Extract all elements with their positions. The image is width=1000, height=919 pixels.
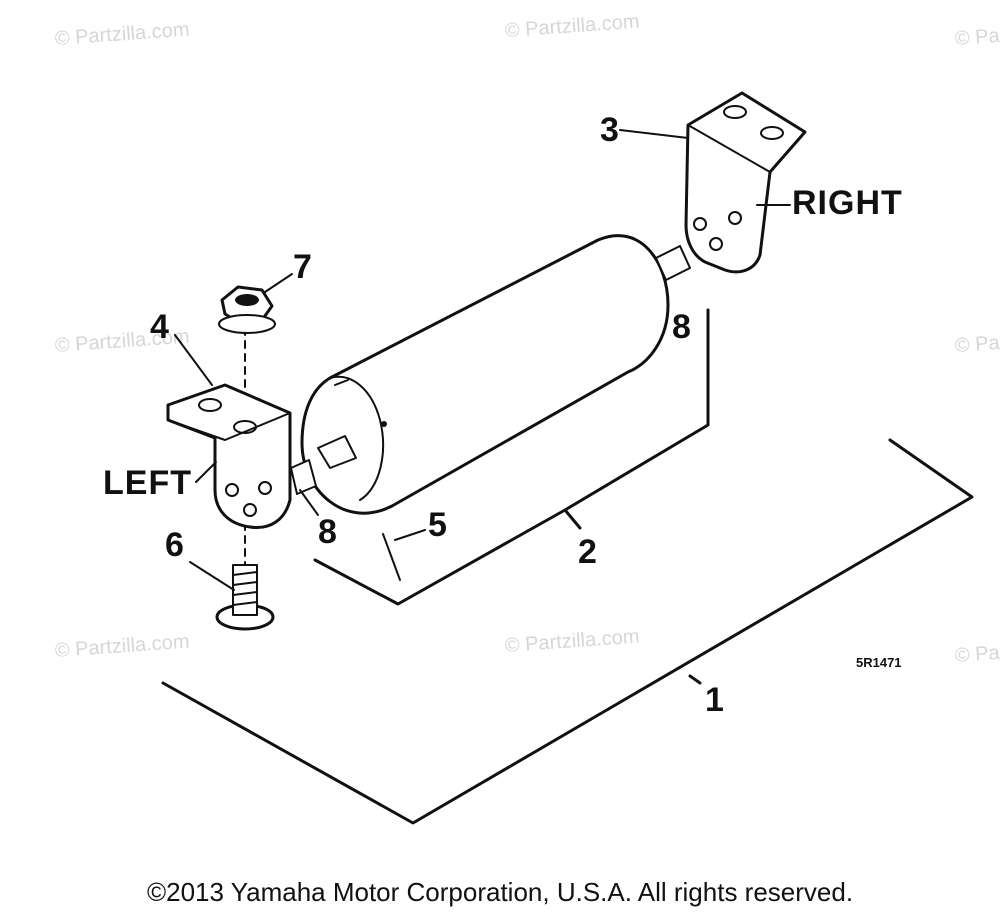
left-bracket-hole	[258, 481, 272, 495]
callout-2: 2	[578, 533, 597, 571]
leader-line-3	[619, 129, 689, 139]
left-bracket-fold	[167, 412, 291, 441]
leader-line-6	[189, 561, 235, 591]
right-bracket-hole	[709, 237, 723, 251]
leader-line-2	[563, 508, 582, 530]
cylinder-front-stub	[317, 435, 357, 469]
cylinder-body	[300, 234, 670, 515]
callout-3: 3	[600, 111, 619, 149]
axis-rod	[382, 533, 401, 581]
leader-line-5	[394, 529, 426, 541]
cylinder-front-end	[329, 375, 384, 501]
left-bracket	[166, 383, 292, 530]
right-bracket-hole	[760, 126, 784, 140]
right-bracket-hole	[693, 217, 707, 231]
callout-5: 5	[428, 506, 447, 544]
left-collar	[290, 459, 317, 495]
left-bracket-hole	[198, 398, 222, 412]
right-bracket-hole	[728, 211, 742, 225]
callout-8-left: 8	[318, 513, 337, 551]
leader-line-7	[264, 273, 293, 293]
leader-line-4	[174, 334, 213, 386]
callout-1: 1	[705, 681, 724, 719]
cylinder-dot	[381, 421, 387, 427]
left-bracket-hole	[225, 483, 239, 497]
right-collar	[655, 245, 691, 281]
copyright-footer: ©2013 Yamaha Motor Corporation, U.S.A. A…	[146, 877, 854, 907]
right-bracket-hole	[723, 105, 747, 119]
leader-line-8	[299, 489, 319, 516]
nut-top	[235, 294, 259, 306]
nut-washer	[218, 314, 276, 334]
label-right: RIGHT	[792, 184, 903, 222]
left-bracket-hole	[243, 503, 257, 517]
leader-line-1	[688, 674, 702, 685]
callout-8-right: 8	[672, 308, 691, 346]
callout-7: 7	[293, 248, 312, 286]
right-bracket	[684, 91, 807, 274]
cylinder-label-mark	[334, 379, 349, 386]
drawing-code: 5R1471	[856, 655, 902, 670]
right-bracket-fold	[687, 124, 771, 173]
left-bracket-hole	[233, 420, 257, 434]
callout-6: 6	[165, 526, 184, 564]
leader-line-left	[195, 461, 217, 483]
label-left: LEFT	[103, 464, 192, 502]
callout-4: 4	[150, 308, 169, 346]
assembly-bracket-line	[161, 438, 974, 825]
